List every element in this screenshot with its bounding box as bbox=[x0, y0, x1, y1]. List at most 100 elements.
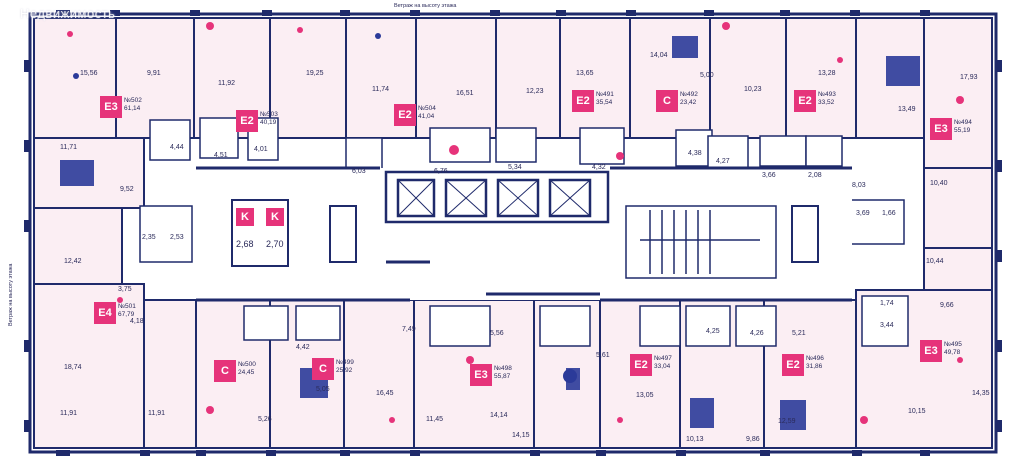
apartment-number: №491 bbox=[596, 91, 614, 98]
watermark-logo: Недвижимость bbox=[20, 6, 116, 21]
room-area: 16,45 bbox=[376, 390, 394, 397]
room-area: 5,05 bbox=[316, 386, 330, 393]
room-area: 10,13 bbox=[686, 436, 704, 443]
apartment-number: №499 bbox=[336, 359, 354, 366]
elevator-core bbox=[384, 170, 610, 224]
apartment-type-badge: E2 bbox=[236, 110, 258, 132]
room-area: 11,92 bbox=[218, 80, 235, 87]
room-area: 12,23 bbox=[526, 88, 544, 95]
apartment-area: 40,19 bbox=[260, 119, 277, 126]
room-area: 5,34 bbox=[508, 164, 522, 171]
apartment-number: №493 bbox=[818, 91, 836, 98]
room-area: 9,66 bbox=[940, 302, 954, 309]
room-area: 4,32 bbox=[592, 164, 606, 171]
top-glazing-note: Ветраж на высоту этажа bbox=[394, 3, 457, 9]
apartment-area: 61,14 bbox=[124, 105, 141, 112]
apartment-number: №492 bbox=[680, 91, 698, 98]
apartment-area: 67,79 bbox=[118, 311, 135, 318]
apartment-number: №500 bbox=[238, 361, 256, 368]
room-area: 4,01 bbox=[254, 146, 268, 153]
corridor-walls bbox=[196, 166, 852, 302]
room-area: 6,03 bbox=[352, 168, 366, 175]
room-area: 4,38 bbox=[688, 150, 702, 157]
furniture-beds bbox=[60, 36, 920, 430]
room-area: 14,04 bbox=[650, 52, 668, 59]
room-area: 2,53 bbox=[170, 234, 184, 241]
elevator-crosses bbox=[397, 179, 591, 217]
room-area: 19,25 bbox=[306, 70, 324, 77]
side-glazing-note: Ветраж на высоту этажа bbox=[8, 263, 14, 326]
apartment-area: 55,87 bbox=[494, 373, 511, 380]
apartment-type-badge: E2 bbox=[572, 90, 594, 112]
apartment-type-badge: E4 bbox=[94, 302, 116, 324]
room-area: 1,74 bbox=[880, 300, 894, 307]
room-area: 9,86 bbox=[746, 436, 760, 443]
apartment-type-badge: E2 bbox=[630, 354, 652, 376]
room-area: 10,23 bbox=[744, 86, 762, 93]
room-area: 8,03 bbox=[852, 182, 866, 189]
room-area: 14,15 bbox=[512, 432, 530, 439]
apartment-type-badge: E2 bbox=[782, 354, 804, 376]
room-area: 10,44 bbox=[926, 258, 944, 265]
storage-badge: K bbox=[266, 208, 284, 226]
room-area: 6,76 bbox=[434, 168, 448, 175]
room-area: 11,45 bbox=[426, 416, 443, 423]
apartment-area: 31,86 bbox=[806, 363, 823, 370]
apartment-type-badge: E3 bbox=[470, 364, 492, 386]
apartment-number: №495 bbox=[944, 341, 962, 348]
room-area: 11,91 bbox=[60, 410, 77, 417]
room-area: 4,27 bbox=[716, 158, 730, 165]
room-area: 9,91 bbox=[147, 70, 161, 77]
room-area: 3,69 bbox=[856, 210, 870, 217]
room-area: 1,66 bbox=[882, 210, 896, 217]
apartment-type-badge: C bbox=[656, 90, 678, 112]
apartment-area: 41,04 bbox=[418, 113, 435, 120]
room-area: 11,74 bbox=[372, 86, 389, 93]
room-area: 3,66 bbox=[762, 172, 776, 179]
apartment-area: 33,52 bbox=[818, 99, 835, 106]
room-area: 12,42 bbox=[64, 258, 82, 265]
right-apartments bbox=[855, 167, 993, 449]
room-area: 4,51 bbox=[214, 152, 228, 159]
room-area: 18,74 bbox=[64, 364, 82, 371]
room-area: 4,26 bbox=[750, 330, 764, 337]
apartment-number: №494 bbox=[954, 119, 972, 126]
room-area: 5,61 bbox=[596, 352, 610, 359]
apartment-area: 55,19 bbox=[954, 127, 971, 134]
apartment-number: №503 bbox=[260, 111, 278, 118]
apartment-area: 49,78 bbox=[944, 349, 961, 356]
room-area: 5,21 bbox=[792, 330, 806, 337]
furniture-accents bbox=[67, 22, 964, 424]
room-area: 13,65 bbox=[576, 70, 594, 77]
room-area: 3,75 bbox=[118, 286, 132, 293]
room-area: 14,14 bbox=[490, 412, 508, 419]
apartment-area: 25,92 bbox=[336, 367, 353, 374]
apartment-area: 23,42 bbox=[680, 99, 697, 106]
room-area: 5,26 bbox=[258, 416, 272, 423]
apartment-type-badge: E3 bbox=[100, 96, 122, 118]
apartment-type-badge: C bbox=[214, 360, 236, 382]
left-apartments bbox=[33, 137, 145, 449]
facade-windows bbox=[24, 10, 1002, 456]
room-area: 2,08 bbox=[808, 172, 822, 179]
apartment-area: 35,54 bbox=[596, 99, 613, 106]
room-area: 5,56 bbox=[490, 330, 504, 337]
room-area: 15,56 bbox=[80, 70, 98, 77]
room-area: 10,15 bbox=[908, 408, 926, 415]
room-area: 14,35 bbox=[972, 390, 990, 397]
staircase bbox=[625, 205, 777, 279]
apartment-number: №497 bbox=[654, 355, 672, 362]
room-area: 3,44 bbox=[880, 322, 894, 329]
room-area: 13,28 bbox=[818, 70, 836, 77]
apartment-number: №498 bbox=[494, 365, 512, 372]
room-area: 11,71 bbox=[60, 144, 77, 151]
room-area: 13,05 bbox=[636, 392, 654, 399]
apartment-number: №504 bbox=[418, 105, 436, 112]
apartment-number: №502 bbox=[124, 97, 142, 104]
bottom-wet-zones bbox=[243, 305, 777, 347]
apartment-type-badge: E2 bbox=[794, 90, 816, 112]
room-area: 16,51 bbox=[456, 90, 474, 97]
room-area: 10,40 bbox=[930, 180, 948, 187]
apartment-type-badge: E2 bbox=[394, 104, 416, 126]
